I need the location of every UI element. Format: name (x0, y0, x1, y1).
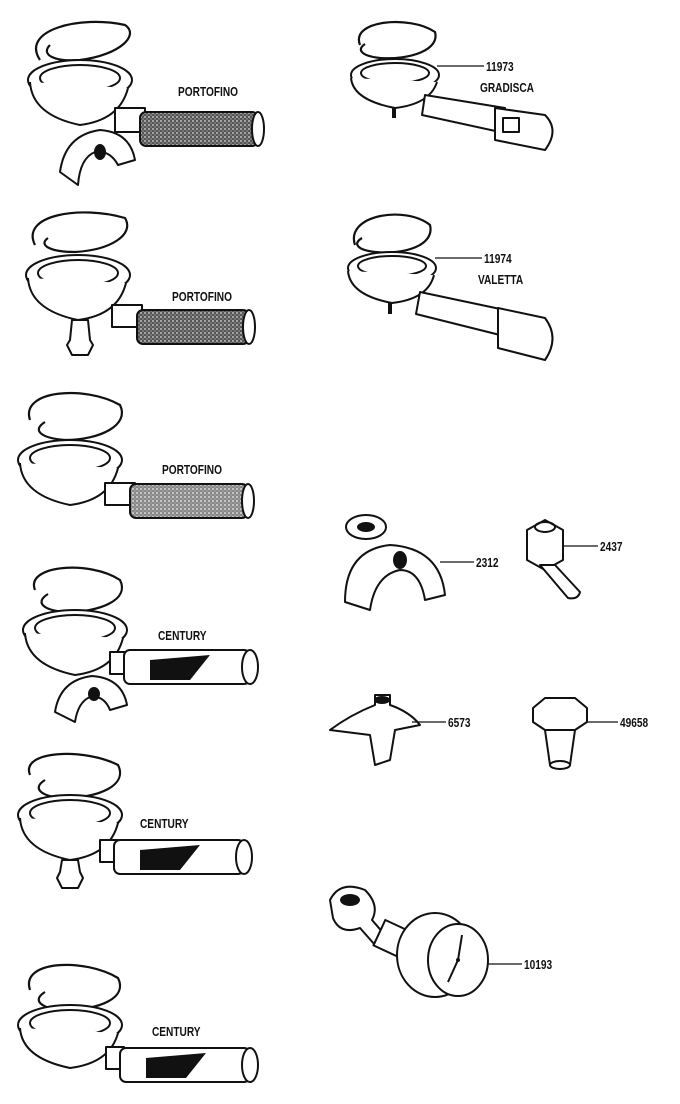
handle (415, 291, 506, 336)
spout (59, 129, 136, 186)
part-number: 6573 (448, 716, 471, 730)
part-name: PORTOFINO (178, 85, 238, 99)
portafilter-portofino-3: PORTOFINO (17, 391, 255, 519)
spring (27, 752, 121, 800)
part-name: VALETTA (478, 273, 524, 287)
spout-6573: 6573 (329, 694, 471, 766)
spring (35, 20, 132, 62)
part-number: 2437 (600, 540, 623, 554)
spring (27, 391, 123, 442)
part-number: 11973 (486, 60, 514, 74)
handle (129, 483, 249, 519)
portafilter-century-3: CENTURY (17, 963, 259, 1083)
portafilter-gradisca: 11973 GRADISCA (350, 20, 554, 151)
portafilter-portofino-1: PORTOFINO (27, 20, 265, 186)
part-name: CENTURY (140, 817, 189, 831)
spring (27, 963, 121, 1012)
gauge-10193: 10193 (329, 885, 553, 998)
spring (357, 20, 437, 60)
part-name: CENTURY (152, 1025, 201, 1039)
handle (421, 94, 506, 133)
part-name: PORTOFINO (162, 463, 222, 477)
portafilter-valetta: 11974 VALETTA (347, 213, 554, 361)
spout (54, 675, 128, 723)
part-name: GRADISCA (480, 81, 535, 95)
nozzle-49658: 49658 (532, 697, 649, 770)
part-number: 2312 (476, 556, 499, 570)
part-number: 49658 (620, 716, 649, 730)
part-number: 10193 (524, 958, 553, 972)
portafilter-century-2: CENTURY (17, 752, 253, 889)
spring (31, 211, 129, 254)
part-name: CENTURY (158, 629, 207, 643)
nozzle (56, 859, 84, 889)
portafilter-portofino-2: PORTOFINO (25, 211, 256, 356)
nozzle (66, 319, 94, 356)
spout-2312: 2312 (344, 514, 499, 611)
portafilter-century-1: CENTURY (22, 566, 259, 723)
part-name: PORTOFINO (172, 290, 232, 304)
spring (32, 566, 123, 614)
spout-2437: 2437 (526, 519, 623, 600)
spring (352, 213, 432, 254)
handle (136, 309, 250, 345)
handle (139, 111, 259, 147)
part-number: 11974 (484, 252, 512, 266)
